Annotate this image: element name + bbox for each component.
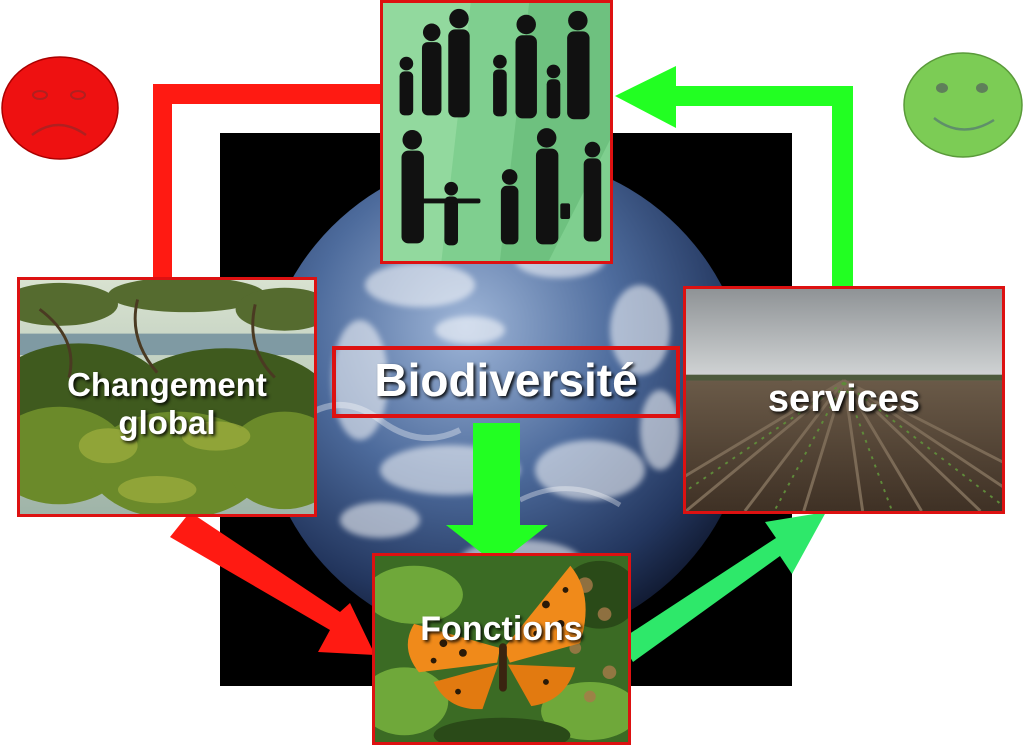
forest-vegetation-photo	[17, 277, 317, 517]
plowed-field-photo	[683, 286, 1005, 514]
left-label: Changement global	[67, 366, 267, 441]
biodiversity-label-frame	[332, 346, 680, 418]
arrow-right-to-top	[615, 66, 853, 366]
people-silhouettes-photo	[380, 0, 613, 264]
sad-face-icon	[1, 56, 119, 160]
right-label: services	[767, 378, 921, 420]
butterfly-photo	[372, 553, 631, 745]
center-label: Biodiversité	[374, 354, 638, 406]
happy-face-icon	[903, 52, 1023, 158]
bottom-label: Fonctions	[420, 610, 583, 648]
butterfly-wings	[407, 565, 586, 710]
arrow-bottom-to-right	[620, 512, 826, 662]
earth-globe	[260, 155, 750, 645]
arrow-center-to-bottom	[446, 423, 548, 565]
arrow-left-to-bottom	[170, 512, 375, 655]
